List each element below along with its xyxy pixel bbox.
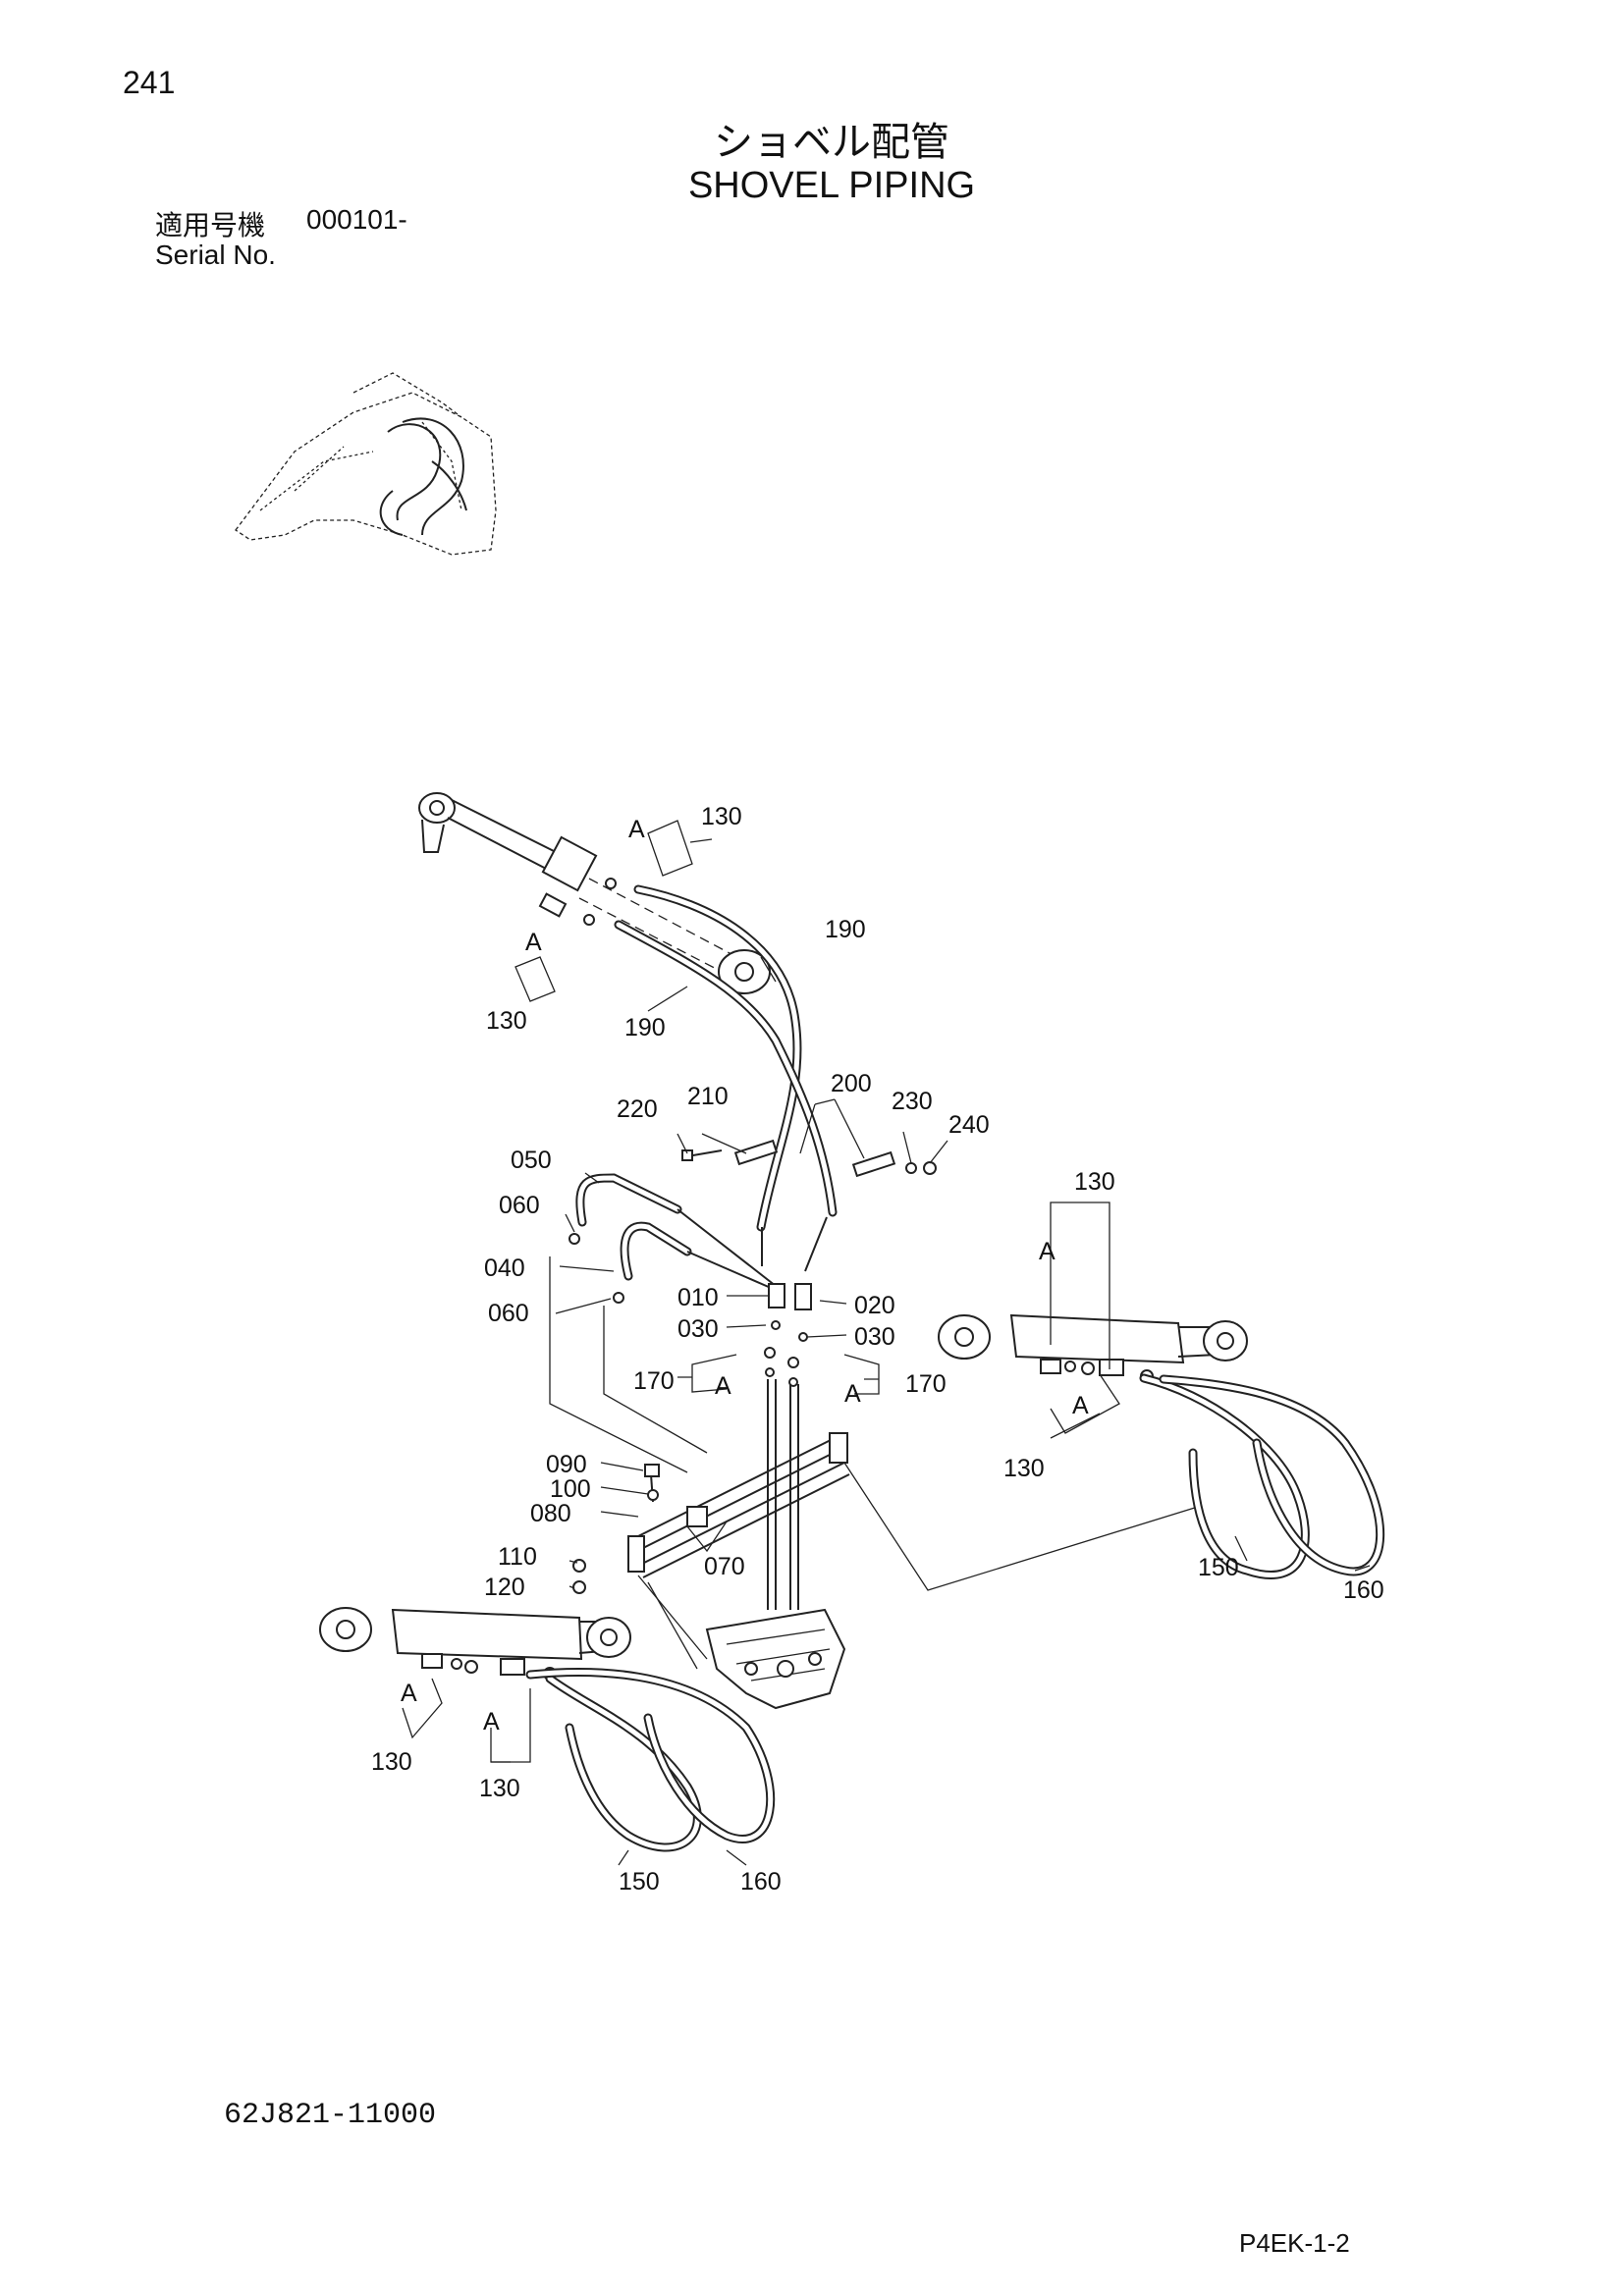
callout-090: 090 — [546, 1451, 587, 1478]
callout-labels: A 130 A 130 190 190 220 210 200 230 240 … — [371, 803, 1384, 1896]
control-valve — [705, 1608, 846, 1710]
central-fittings — [764, 1283, 812, 1387]
callout-070: 070 — [704, 1553, 745, 1580]
serial-label-japanese: 適用号機 — [155, 209, 266, 241]
clamp-assembly — [681, 1139, 937, 1178]
callout-130: 130 — [486, 1007, 527, 1035]
callout-170: 170 — [633, 1367, 675, 1395]
callout-050: 050 — [511, 1147, 552, 1174]
serial-value: 000101- — [306, 204, 407, 235]
callout-240: 240 — [948, 1111, 990, 1139]
callout-230: 230 — [892, 1088, 933, 1115]
machine-location-thumbnail — [235, 372, 497, 556]
page-code: P4EK-1-2 — [1239, 2228, 1350, 2258]
callout-210: 210 — [687, 1083, 729, 1110]
callout-130: 130 — [479, 1775, 520, 1802]
pipes-040-050 — [568, 1173, 777, 1304]
title-english: SHOVEL PIPING — [687, 165, 976, 206]
callout-130: 130 — [701, 803, 742, 830]
callout-030: 030 — [677, 1315, 719, 1343]
callout-a: A — [628, 816, 645, 843]
callout-220: 220 — [617, 1095, 658, 1123]
callout-080: 080 — [530, 1500, 571, 1527]
page-number: 241 — [123, 65, 176, 100]
callout-130: 130 — [371, 1748, 412, 1776]
drawing-number: 62J821-11000 — [224, 2099, 437, 2132]
leader-lines — [402, 820, 1371, 1866]
callout-160: 160 — [740, 1868, 782, 1896]
left-hoses-150-160 — [525, 1667, 776, 1852]
callout-160: 160 — [1343, 1576, 1384, 1604]
callout-060: 060 — [499, 1192, 540, 1219]
callout-a: A — [844, 1380, 861, 1408]
callout-170: 170 — [905, 1370, 947, 1398]
callout-a: A — [1072, 1392, 1089, 1419]
callout-040: 040 — [484, 1255, 525, 1282]
right-hoses-150-160 — [1139, 1373, 1385, 1579]
serial-label-english: Serial No. — [155, 240, 276, 270]
callout-130: 130 — [1003, 1455, 1045, 1482]
callout-a: A — [1039, 1238, 1056, 1265]
callout-060: 060 — [488, 1300, 529, 1327]
callout-120: 120 — [484, 1574, 525, 1601]
crossover-pipe-070 — [572, 1432, 850, 1594]
upper-cylinder — [418, 792, 771, 994]
title-japanese: ショベル配管 — [714, 120, 949, 165]
callout-a: A — [483, 1708, 500, 1735]
callout-150: 150 — [619, 1868, 660, 1896]
callout-a: A — [525, 929, 542, 956]
callout-150: 150 — [1198, 1554, 1239, 1581]
callout-010: 010 — [677, 1284, 719, 1311]
callout-100: 100 — [550, 1475, 591, 1503]
callout-030: 030 — [854, 1323, 895, 1351]
pipes-to-valve — [761, 1216, 828, 1610]
hose-190-pair — [614, 884, 838, 1232]
callout-a: A — [401, 1680, 417, 1707]
callout-200: 200 — [831, 1070, 872, 1097]
callout-190: 190 — [624, 1014, 666, 1041]
callout-a: A — [715, 1372, 731, 1400]
callout-020: 020 — [854, 1292, 895, 1319]
callout-110: 110 — [498, 1543, 537, 1571]
right-cylinder — [938, 1313, 1248, 1383]
callout-130: 130 — [1074, 1168, 1115, 1196]
connection-lines — [549, 1256, 1199, 1670]
callout-190: 190 — [825, 916, 866, 943]
